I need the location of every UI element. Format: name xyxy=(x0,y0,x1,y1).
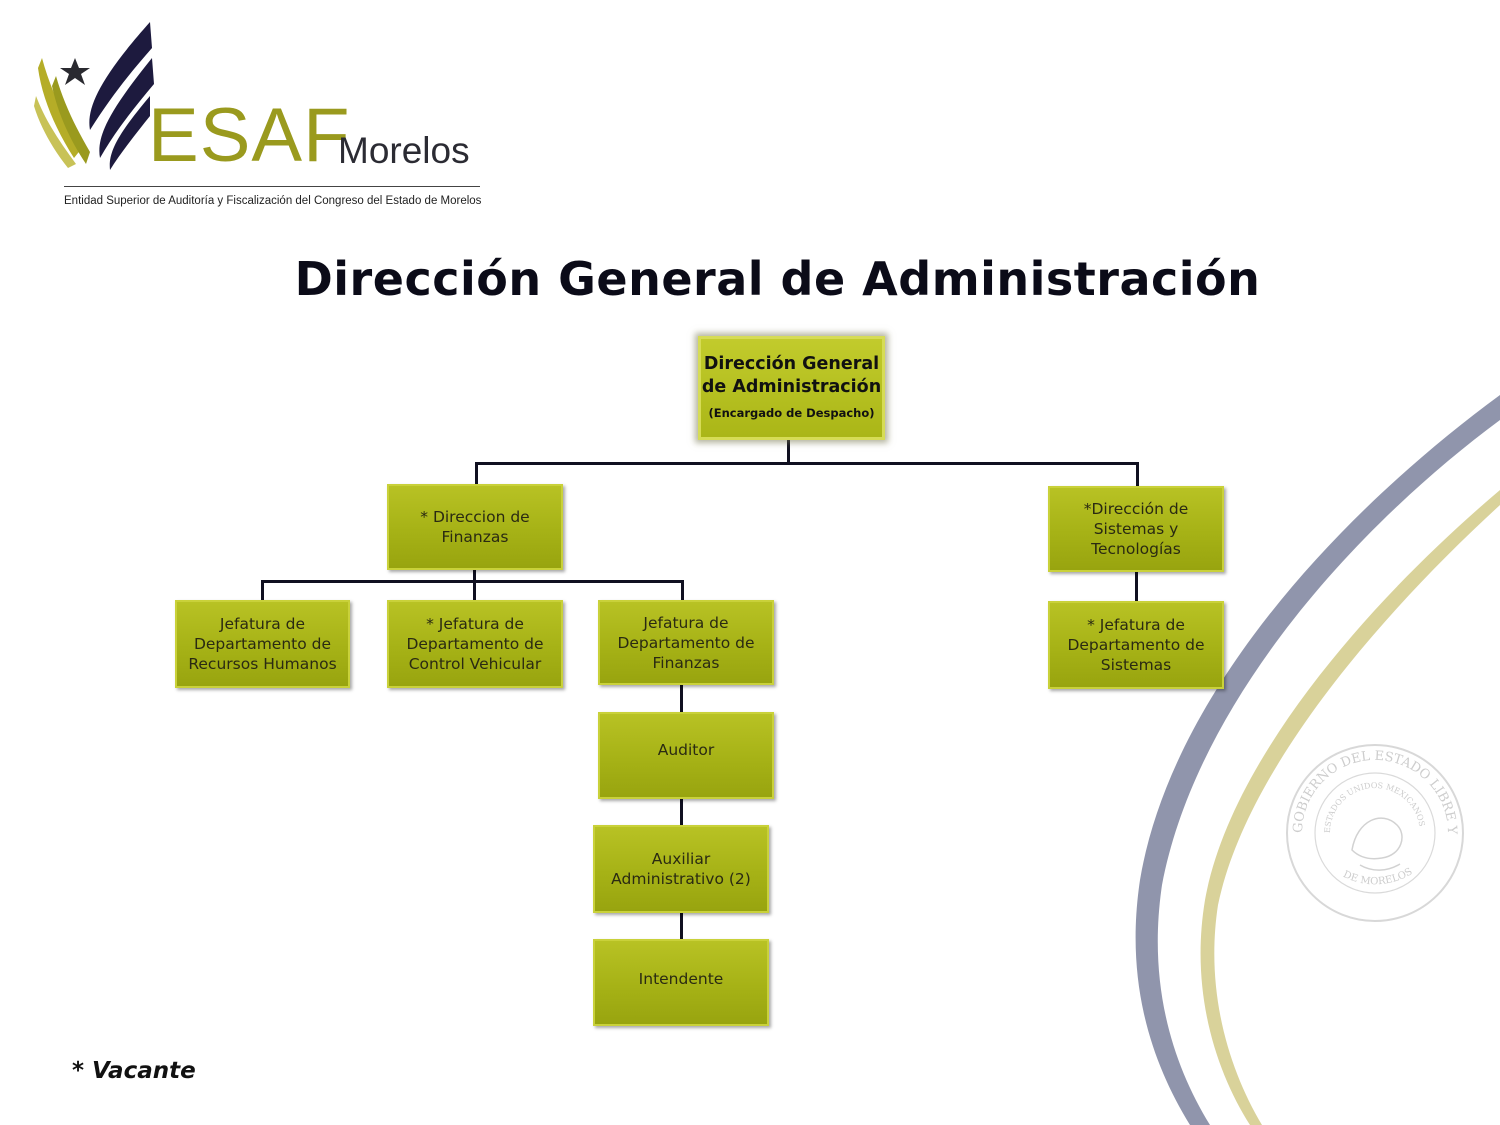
state-seal-watermark: GOBIERNO DEL ESTADO LIBRE Y SOBERANO EST… xyxy=(1282,740,1464,922)
org-box-auxiliar-administrativo: Auxiliar Administrativo (2) xyxy=(593,825,769,913)
root-title-line2: de Administración xyxy=(701,377,882,397)
org-box-label: * Jefatura de Departamento de Sistemas xyxy=(1067,616,1205,674)
org-box-label: Auditor xyxy=(657,740,715,759)
org-box-label: Intendente xyxy=(638,969,724,988)
connector-to-rh xyxy=(261,580,264,600)
esaf-logo-emblem xyxy=(34,22,154,170)
root-subtitle: (Encargado de Despacho) xyxy=(708,406,875,420)
org-box-jefatura-finanzas: Jefatura de Departamento de Finanzas xyxy=(598,600,774,685)
org-box-label: *Dirección de Sistemas y Tecnologías xyxy=(1083,500,1189,558)
svg-text:ESTADOS UNIDOS MEXICANOS: ESTADOS UNIDOS MEXICANOS xyxy=(1323,781,1427,833)
connector-to-auxiliar xyxy=(680,799,683,825)
org-box-jefatura-sistemas: * Jefatura de Departamento de Sistemas xyxy=(1048,601,1224,689)
connector-to-auditor xyxy=(680,685,683,712)
connector-to-sistemas xyxy=(1136,462,1139,486)
connector-to-finanzas xyxy=(475,462,478,484)
vacancy-footnote: * Vacante xyxy=(72,1058,196,1084)
org-box-label: * Jefatura de Departamento de Control Ve… xyxy=(406,615,544,673)
connector-finanzas-down xyxy=(473,570,476,582)
connector-to-finanzas-jef xyxy=(681,580,684,600)
root-title-line1: Dirección General xyxy=(703,354,880,374)
svg-text:DE MORELOS: DE MORELOS xyxy=(1341,866,1414,887)
logo-suffix: Morelos xyxy=(338,130,470,171)
connector-root-down xyxy=(787,440,790,464)
connector-to-intendente xyxy=(680,913,683,939)
org-box-recursos-humanos: Jefatura de Departamento de Recursos Hum… xyxy=(175,600,350,688)
logo-tagline: Entidad Superior de Auditoría y Fiscaliz… xyxy=(64,195,482,207)
connector-level2-bar xyxy=(261,580,684,583)
org-box-intendente: Intendente xyxy=(593,939,769,1026)
logo-divider xyxy=(64,186,480,187)
page-title: Dirección General de Administración xyxy=(294,252,1261,306)
org-box-direccion-finanzas: * Direccion de Finanzas xyxy=(387,484,563,570)
org-box-label: Auxiliar Administrativo (2) xyxy=(611,850,751,888)
connector-level1-bar xyxy=(475,462,1139,465)
org-box-auditor: Auditor xyxy=(598,712,774,799)
logo-wordmark: ESAF xyxy=(148,93,351,178)
connector-sistemas-down xyxy=(1135,572,1138,601)
connector-to-vehicular xyxy=(473,580,476,600)
org-box-control-vehicular: * Jefatura de Departamento de Control Ve… xyxy=(387,600,563,688)
seal-bottom-text: DE MORELOS xyxy=(1341,866,1414,887)
org-box-label: * Direccion de Finanzas xyxy=(420,508,530,546)
org-box-direccion-sistemas: *Dirección de Sistemas y Tecnologías xyxy=(1048,486,1224,572)
org-box-label: Jefatura de Departamento de Finanzas xyxy=(617,613,755,672)
org-box-direccion-general: Dirección General de Administración (Enc… xyxy=(698,336,885,440)
org-box-label: Jefatura de Departamento de Recursos Hum… xyxy=(188,615,337,673)
seal-inner-text: ESTADOS UNIDOS MEXICANOS xyxy=(1323,781,1427,833)
